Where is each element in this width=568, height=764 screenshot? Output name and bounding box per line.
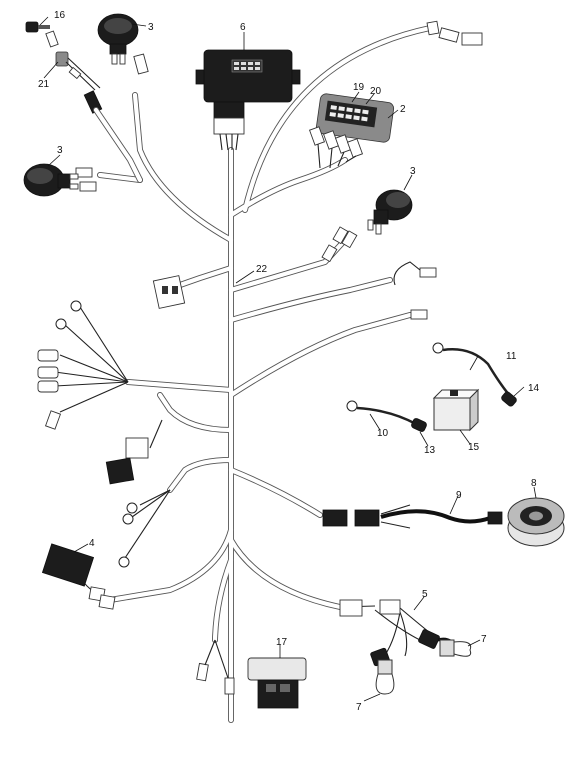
round-switch-3-right	[367, 189, 413, 235]
round-switch-3-top	[97, 13, 139, 65]
display-gauge-2	[308, 93, 395, 169]
module-4	[41, 543, 116, 610]
callout-labels: 16 3 21 6 19 20 2 3 3 22 11 14 10 13 15 …	[38, 10, 540, 713]
callout-15: 15	[468, 442, 480, 453]
branch-end-connector	[339, 599, 401, 617]
bulb-7-left	[375, 659, 395, 695]
leader-lines	[39, 16, 537, 702]
callout-3-right: 3	[410, 166, 416, 177]
callout-13: 13	[424, 445, 436, 456]
callout-2: 2	[400, 104, 406, 115]
clutch-harness-9	[322, 504, 503, 529]
relay-block	[105, 419, 163, 485]
callout-11: 11	[506, 351, 517, 362]
plug-connector	[152, 275, 186, 309]
lead-11	[432, 342, 517, 407]
callout-7-left: 7	[356, 702, 362, 713]
callout-10: 10	[377, 428, 389, 439]
callout-7-right: 7	[481, 634, 487, 645]
ring-terminals-left	[37, 300, 82, 393]
callout-14: 14	[528, 383, 540, 394]
ring-terminals-lower	[118, 502, 138, 568]
controller-module-6	[195, 49, 301, 151]
callout-6: 6	[240, 22, 246, 33]
loose-wires	[54, 261, 446, 679]
relay-15	[432, 388, 480, 432]
callout-4: 4	[89, 538, 95, 549]
callout-16: 16	[54, 10, 66, 21]
bracket-17	[247, 657, 307, 709]
key-switch-16	[25, 21, 59, 48]
callout-22: 22	[256, 264, 268, 275]
branch-connectors	[44, 20, 483, 695]
callout-3-left: 3	[57, 145, 63, 156]
round-switch-3-left	[23, 163, 79, 197]
callout-5: 5	[422, 589, 428, 600]
callout-8: 8	[531, 478, 537, 489]
callout-3-top: 3	[148, 22, 154, 33]
wiring-harness-22	[97, 25, 433, 723]
callout-21: 21	[38, 79, 50, 90]
ignition-switch-21	[55, 51, 143, 183]
callout-9: 9	[456, 490, 462, 501]
callout-20: 20	[370, 86, 382, 97]
lead-10	[346, 400, 427, 432]
electric-clutch-8	[507, 497, 565, 547]
callout-19: 19	[353, 82, 365, 93]
bulb-7-right	[439, 639, 472, 657]
callout-17: 17	[276, 637, 288, 648]
